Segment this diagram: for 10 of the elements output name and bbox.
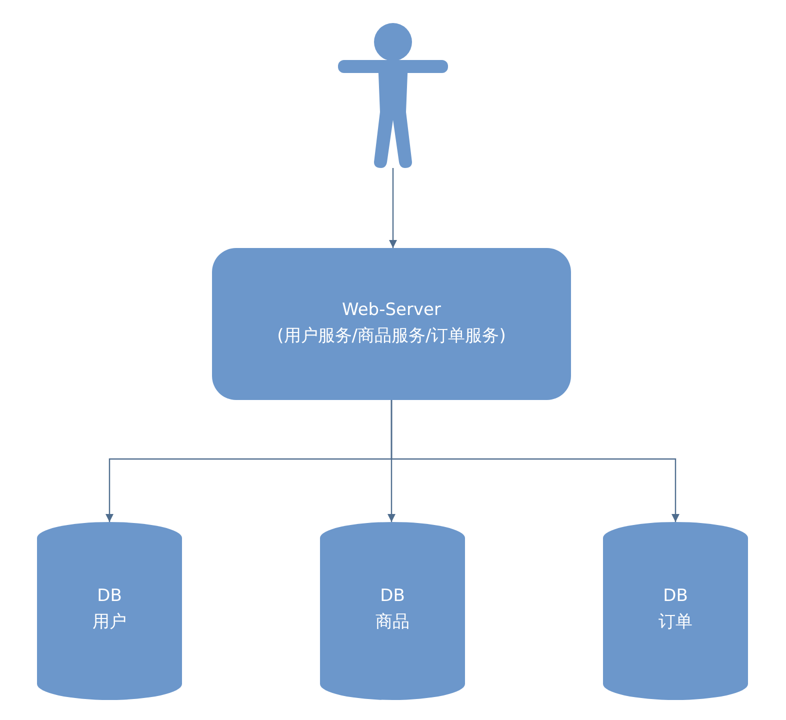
- arrow: [390, 400, 680, 522]
- node-label: Web-Server: [341, 299, 442, 322]
- node-label: 商品: [374, 611, 410, 634]
- node-label: (用户服务/商品服务/订单服务): [276, 325, 507, 348]
- node-label: DB: [379, 585, 406, 608]
- node-label: DB: [96, 585, 123, 608]
- node-label: DB: [662, 585, 689, 608]
- node-label: 用户: [92, 611, 128, 634]
- node-label: 订单: [658, 611, 694, 634]
- arrow: [389, 168, 397, 248]
